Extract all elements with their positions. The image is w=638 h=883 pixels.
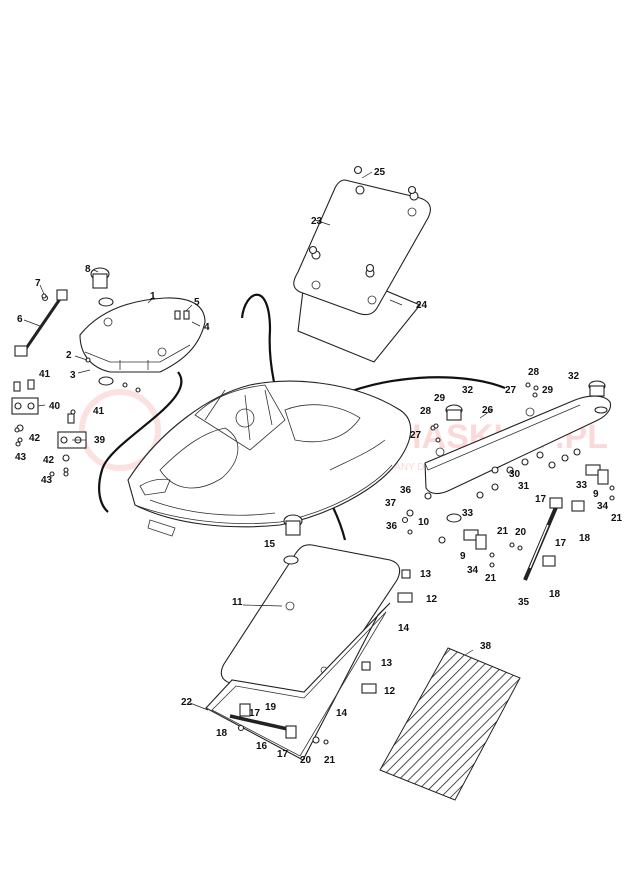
callout-2: 2 <box>66 350 72 361</box>
callouts: 1 2 3 4 5 6 7 8 9 9 10 11 12 12 13 13 14… <box>15 167 623 766</box>
fasteners <box>15 293 615 568</box>
callout-21b: 21 <box>497 526 509 537</box>
callout-42b: 42 <box>43 455 55 466</box>
callout-31: 31 <box>518 481 530 492</box>
callout-13b: 13 <box>381 658 393 669</box>
callout-40: 40 <box>49 401 61 412</box>
callout-20b: 20 <box>300 755 312 766</box>
callout-34a: 34 <box>597 501 609 512</box>
callout-27a: 27 <box>505 385 517 396</box>
hinge-right <box>463 464 609 550</box>
callout-22: 22 <box>181 697 193 708</box>
callout-43a: 43 <box>15 452 27 463</box>
callout-14a: 14 <box>398 623 410 634</box>
callout-23: 23 <box>311 216 323 227</box>
callout-14b: 14 <box>336 708 348 719</box>
callout-16: 16 <box>256 741 268 752</box>
callout-43b: 43 <box>41 475 53 486</box>
callout-12b: 12 <box>384 686 396 697</box>
callout-11: 11 <box>232 597 243 608</box>
callout-21a: 21 <box>611 513 623 524</box>
callout-32a: 32 <box>462 385 474 396</box>
callout-17a: 17 <box>535 494 547 505</box>
brackets-12-13-14 <box>361 569 413 694</box>
cup-holder-32b <box>588 380 608 414</box>
callout-29b: 29 <box>434 393 446 404</box>
callout-21d: 21 <box>324 755 336 766</box>
callout-10: 10 <box>418 517 430 528</box>
callout-6: 6 <box>17 314 23 325</box>
callout-29a: 29 <box>542 385 554 396</box>
callout-9b: 9 <box>460 551 466 562</box>
callout-12a: 12 <box>426 594 438 605</box>
cup-holder-8 <box>90 267 114 386</box>
callout-9a: 9 <box>593 489 599 500</box>
callout-21c: 21 <box>485 573 497 584</box>
panel-23 <box>293 179 431 363</box>
screws <box>14 165 539 535</box>
callout-30: 30 <box>509 469 521 480</box>
gas-strut-16 <box>229 703 329 745</box>
callout-37: 37 <box>385 498 397 509</box>
callout-28b: 28 <box>420 406 432 417</box>
callout-17d: 17 <box>277 749 289 760</box>
callout-24: 24 <box>416 300 428 311</box>
callout-34b: 34 <box>467 565 479 576</box>
callout-18b: 18 <box>549 589 561 600</box>
callout-5: 5 <box>194 297 200 308</box>
callout-27b: 27 <box>410 430 422 441</box>
callout-26: 26 <box>482 405 494 416</box>
callout-39: 39 <box>94 435 106 446</box>
cup-holder-32a <box>445 404 463 523</box>
mat-38 <box>379 647 521 801</box>
callout-33a: 33 <box>576 480 588 491</box>
callout-17c: 17 <box>249 708 261 719</box>
callout-36a: 36 <box>400 485 412 496</box>
callout-4: 4 <box>204 322 210 333</box>
callout-35: 35 <box>518 597 530 608</box>
callout-1: 1 <box>150 291 156 302</box>
watermark-logo-icon <box>79 389 161 471</box>
watermark-subtext: AUTORYZOWANY DEALER YAMAHA <box>330 462 502 473</box>
gas-strut-6 <box>14 289 68 357</box>
callout-7: 7 <box>35 278 41 289</box>
callout-17b: 17 <box>555 538 567 549</box>
callout-18c: 18 <box>216 728 228 739</box>
callout-32b: 32 <box>568 371 580 382</box>
callout-8: 8 <box>85 264 91 275</box>
callout-3: 3 <box>70 370 76 381</box>
callout-15: 15 <box>264 539 276 550</box>
callout-38: 38 <box>480 641 492 652</box>
leader-lines <box>23 171 494 711</box>
callout-25: 25 <box>374 167 386 178</box>
callout-13a: 13 <box>420 569 432 580</box>
cable-left <box>98 371 183 513</box>
callout-18a: 18 <box>579 533 591 544</box>
cup-holder-15 <box>283 514 303 565</box>
callout-42a: 42 <box>29 433 41 444</box>
gas-strut-35 <box>523 497 585 581</box>
callout-36b: 36 <box>386 521 398 532</box>
boat-hull <box>127 380 412 537</box>
callout-28a: 28 <box>528 367 540 378</box>
callout-20a: 20 <box>515 527 527 538</box>
hatch-lid-1 <box>79 297 206 373</box>
callout-41b: 41 <box>93 406 105 417</box>
callout-19: 19 <box>265 702 277 713</box>
callout-33b: 33 <box>462 508 474 519</box>
callout-41a: 41 <box>39 369 51 380</box>
